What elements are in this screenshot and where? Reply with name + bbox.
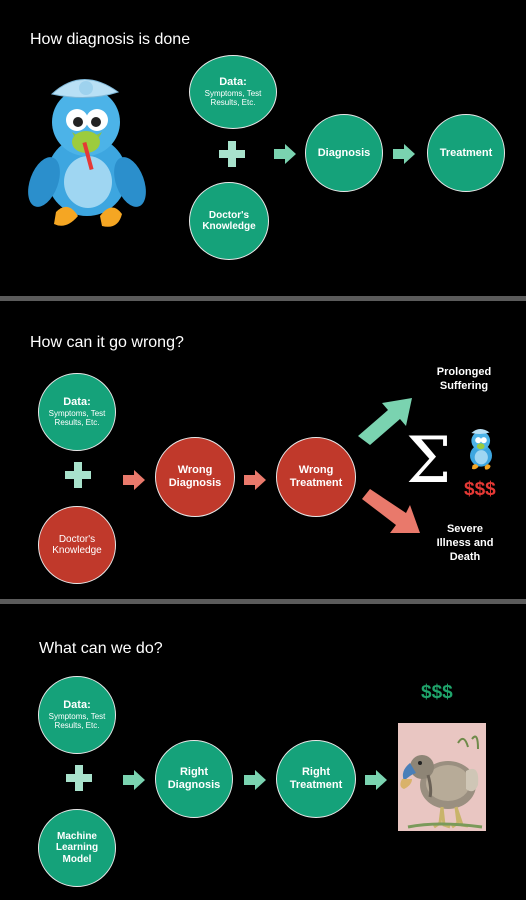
- wrong-treatment-node: Wrong Treatment: [276, 437, 356, 517]
- arrow-right-icon: [393, 144, 415, 164]
- right-diagnosis-node: Right Diagnosis: [155, 740, 233, 818]
- separator: [0, 296, 526, 301]
- panel-what-can-we-do: What can we do? $$$ Data: Symptoms, Test…: [0, 604, 526, 900]
- wrong-diagnosis-node: Wrong Diagnosis: [155, 437, 235, 517]
- right-treatment-node: Right Treatment: [276, 740, 356, 818]
- diagnosis-node: Diagnosis: [305, 114, 383, 192]
- outcome-prolonged-suffering: Prolonged Suffering: [436, 366, 492, 392]
- sick-bird-icon: [470, 429, 492, 470]
- wrong-diagnosis-label: Wrong Diagnosis: [168, 464, 222, 489]
- arrow-right-icon: [244, 470, 266, 490]
- separator: [0, 599, 526, 604]
- data-node: Data: Symptoms, Test Results, Etc.: [38, 373, 116, 451]
- machine-learning-model-label: Machine Learning Model: [55, 830, 99, 865]
- treatment-label: Treatment: [439, 146, 493, 159]
- arrow-right-icon: [244, 770, 266, 790]
- diagnosis-label: Diagnosis: [317, 146, 371, 159]
- dodo-bird-image: [398, 723, 486, 831]
- plus-icon: [66, 765, 92, 791]
- right-diagnosis-label: Right Diagnosis: [167, 766, 221, 791]
- sigma-symbol: Σ: [406, 424, 452, 498]
- arrow-right-icon: [365, 770, 387, 790]
- data-node-detail: Symptoms, Test Results, Etc.: [204, 89, 262, 108]
- savings-dollars: $$$: [421, 682, 453, 703]
- arrow-down-right-icon: [362, 489, 420, 533]
- plus-icon: [65, 462, 91, 488]
- wrong-treatment-label: Wrong Treatment: [289, 464, 343, 489]
- treatment-node: Treatment: [427, 114, 505, 192]
- arrow-right-icon: [274, 144, 296, 164]
- panel-title: How can it go wrong?: [30, 334, 184, 351]
- panel-title: How diagnosis is done: [30, 31, 191, 48]
- data-node: Data: Symptoms, Test Results, Etc.: [189, 55, 277, 129]
- doctors-knowledge-label: Doctor's Knowledge: [52, 533, 102, 557]
- doctors-knowledge-node: Doctor's Knowledge: [189, 182, 269, 260]
- data-node-title: Data:: [63, 699, 91, 712]
- panel-title: What can we do?: [39, 640, 163, 657]
- data-node-title: Data:: [219, 76, 247, 89]
- data-node-title: Data:: [63, 396, 91, 409]
- cost-dollars: $$$: [464, 479, 496, 500]
- sick-bird-icon: [28, 79, 146, 227]
- doctors-knowledge-node: Doctor's Knowledge: [38, 506, 116, 584]
- arrow-up-right-icon: [358, 398, 412, 445]
- arrow-right-icon: [123, 470, 145, 490]
- data-node: Data: Symptoms, Test Results, Etc.: [38, 676, 116, 754]
- data-node-detail: Symptoms, Test Results, Etc.: [48, 712, 106, 731]
- panel-how-diagnosis-is-done: How diagnosis is done Data: Symptoms, Te…: [0, 0, 526, 296]
- plus-icon: [219, 141, 245, 167]
- machine-learning-model-node: Machine Learning Model: [38, 809, 116, 887]
- right-treatment-label: Right Treatment: [289, 766, 343, 791]
- arrow-right-icon: [123, 770, 145, 790]
- panel-how-can-it-go-wrong: How can it go wrong? Data: Symptoms, Tes…: [0, 301, 526, 599]
- doctors-knowledge-label: Doctor's Knowledge: [202, 209, 256, 233]
- outcome-severe-illness-and-death: Severe Illness and Death: [436, 523, 494, 563]
- data-node-detail: Symptoms, Test Results, Etc.: [48, 409, 106, 428]
